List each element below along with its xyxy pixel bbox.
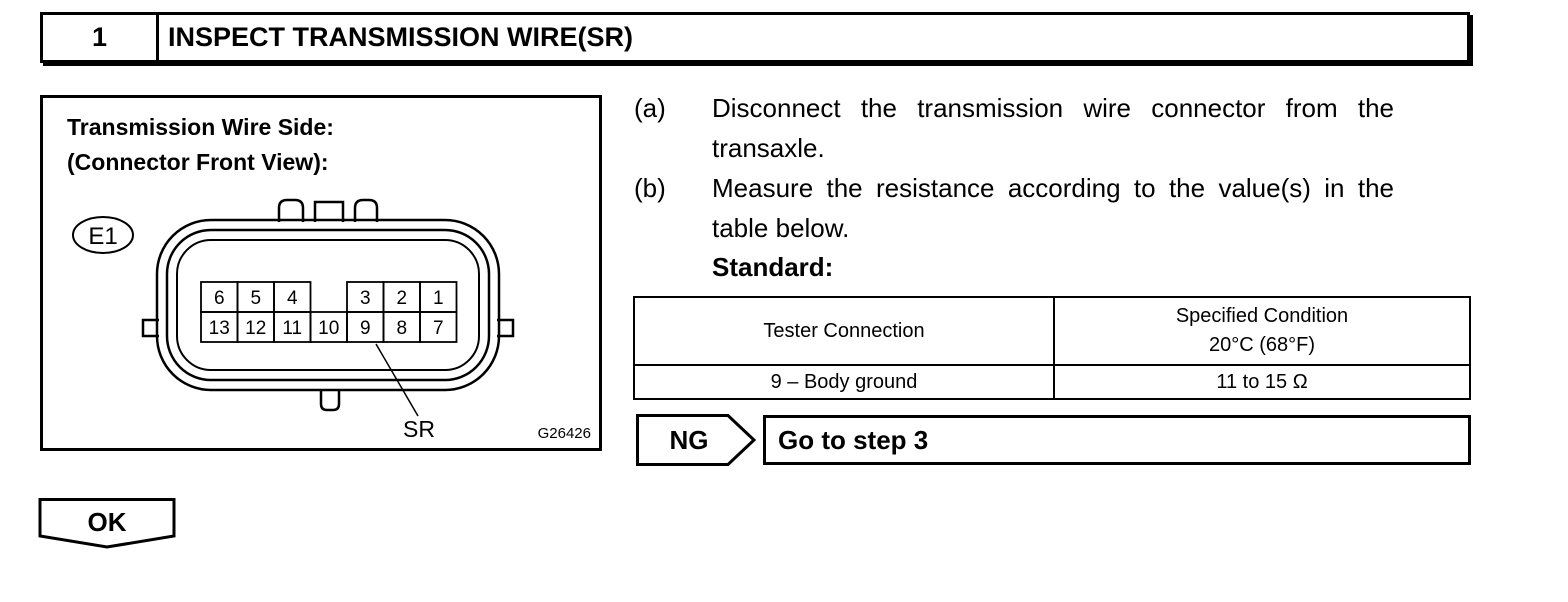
spec-table: Tester Connection Specified Condition 20… — [633, 296, 1471, 400]
sr-label: SR — [403, 416, 435, 442]
cell-condition: 11 to 15 Ω — [1053, 364, 1471, 400]
step-b-line1: Measure the resistance according to the … — [712, 173, 1394, 203]
pin-number: 11 — [282, 318, 302, 339]
pin-number: 8 — [396, 318, 407, 339]
step-a-line1: Disconnect the transmission wire connect… — [712, 93, 1394, 123]
table-header-row: Tester Connection Specified Condition 20… — [633, 296, 1471, 366]
connector-housing-face — [176, 239, 480, 371]
figure-title-line1: Transmission Wire Side: — [67, 114, 334, 140]
cell-connection: 9 – Body ground — [633, 364, 1055, 400]
ok-arrow-shape — [38, 498, 176, 549]
step-header: 1 INSPECT TRANSMISSION WIRE(SR) — [40, 12, 1470, 63]
table-row: 9 – Body ground 11 to 15 Ω — [633, 364, 1471, 400]
step-b: (b) Measure the resistance according to … — [634, 168, 1474, 248]
pin-number: 2 — [396, 288, 407, 309]
connector-figure: Transmission Wire Side: (Connector Front… — [40, 95, 602, 451]
pin-number: 1 — [433, 288, 444, 309]
pin-number: 9 — [360, 318, 371, 339]
pin-number: 12 — [245, 318, 266, 339]
connector-id-badge — [72, 216, 134, 254]
step-number: 1 — [43, 15, 159, 60]
col-header-connection: Tester Connection — [633, 296, 1055, 366]
figure-title-line2: (Connector Front View): — [67, 149, 329, 175]
step-b-line2: table below. — [712, 213, 850, 243]
step-a: (a) Disconnect the transmission wire con… — [634, 88, 1474, 168]
standard-label: Standard: — [712, 252, 834, 282]
pin-number: 10 — [318, 318, 339, 339]
ng-arrow-shape — [636, 414, 757, 466]
connector-housing-inner — [165, 228, 491, 382]
col-header-condition-line1: Specified Condition — [1175, 305, 1349, 327]
pin-number: 3 — [360, 288, 371, 309]
pin-grid: 6 5 4 3 2 1 13 12 11 10 9 8 7 — [200, 281, 458, 343]
ok-tag: OK — [38, 498, 178, 550]
col-header-condition-line2: 20°C (68°F) — [1208, 334, 1316, 356]
pin-number: 5 — [250, 288, 261, 309]
connector-diagram: E1 6 5 4 3 2 1 13 12 11 10 9 8 7 — [72, 198, 515, 417]
pin-number: 13 — [209, 318, 230, 339]
connector-housing-outer — [155, 218, 501, 392]
ng-tag: NG — [636, 414, 758, 466]
step-a-line2: transaxle. — [712, 133, 825, 163]
col-header-condition: Specified Condition 20°C (68°F) — [1053, 296, 1471, 366]
pin-number: 6 — [214, 288, 225, 309]
pin-cell — [419, 311, 458, 343]
connector-id-label: E1 — [88, 223, 117, 250]
step-a-label: (a) — [634, 93, 666, 123]
pin-number: 4 — [287, 288, 298, 309]
ng-label: NG — [669, 424, 709, 455]
figure-code: G26426 — [537, 425, 591, 442]
pin-number: 7 — [433, 318, 444, 339]
step-title: INSPECT TRANSMISSION WIRE(SR) — [168, 22, 634, 52]
sr-leader-line — [375, 343, 419, 417]
ok-label: OK — [87, 506, 127, 537]
step-b-label: (b) — [634, 173, 666, 203]
ng-action-box: Go to step 3 — [763, 415, 1471, 465]
